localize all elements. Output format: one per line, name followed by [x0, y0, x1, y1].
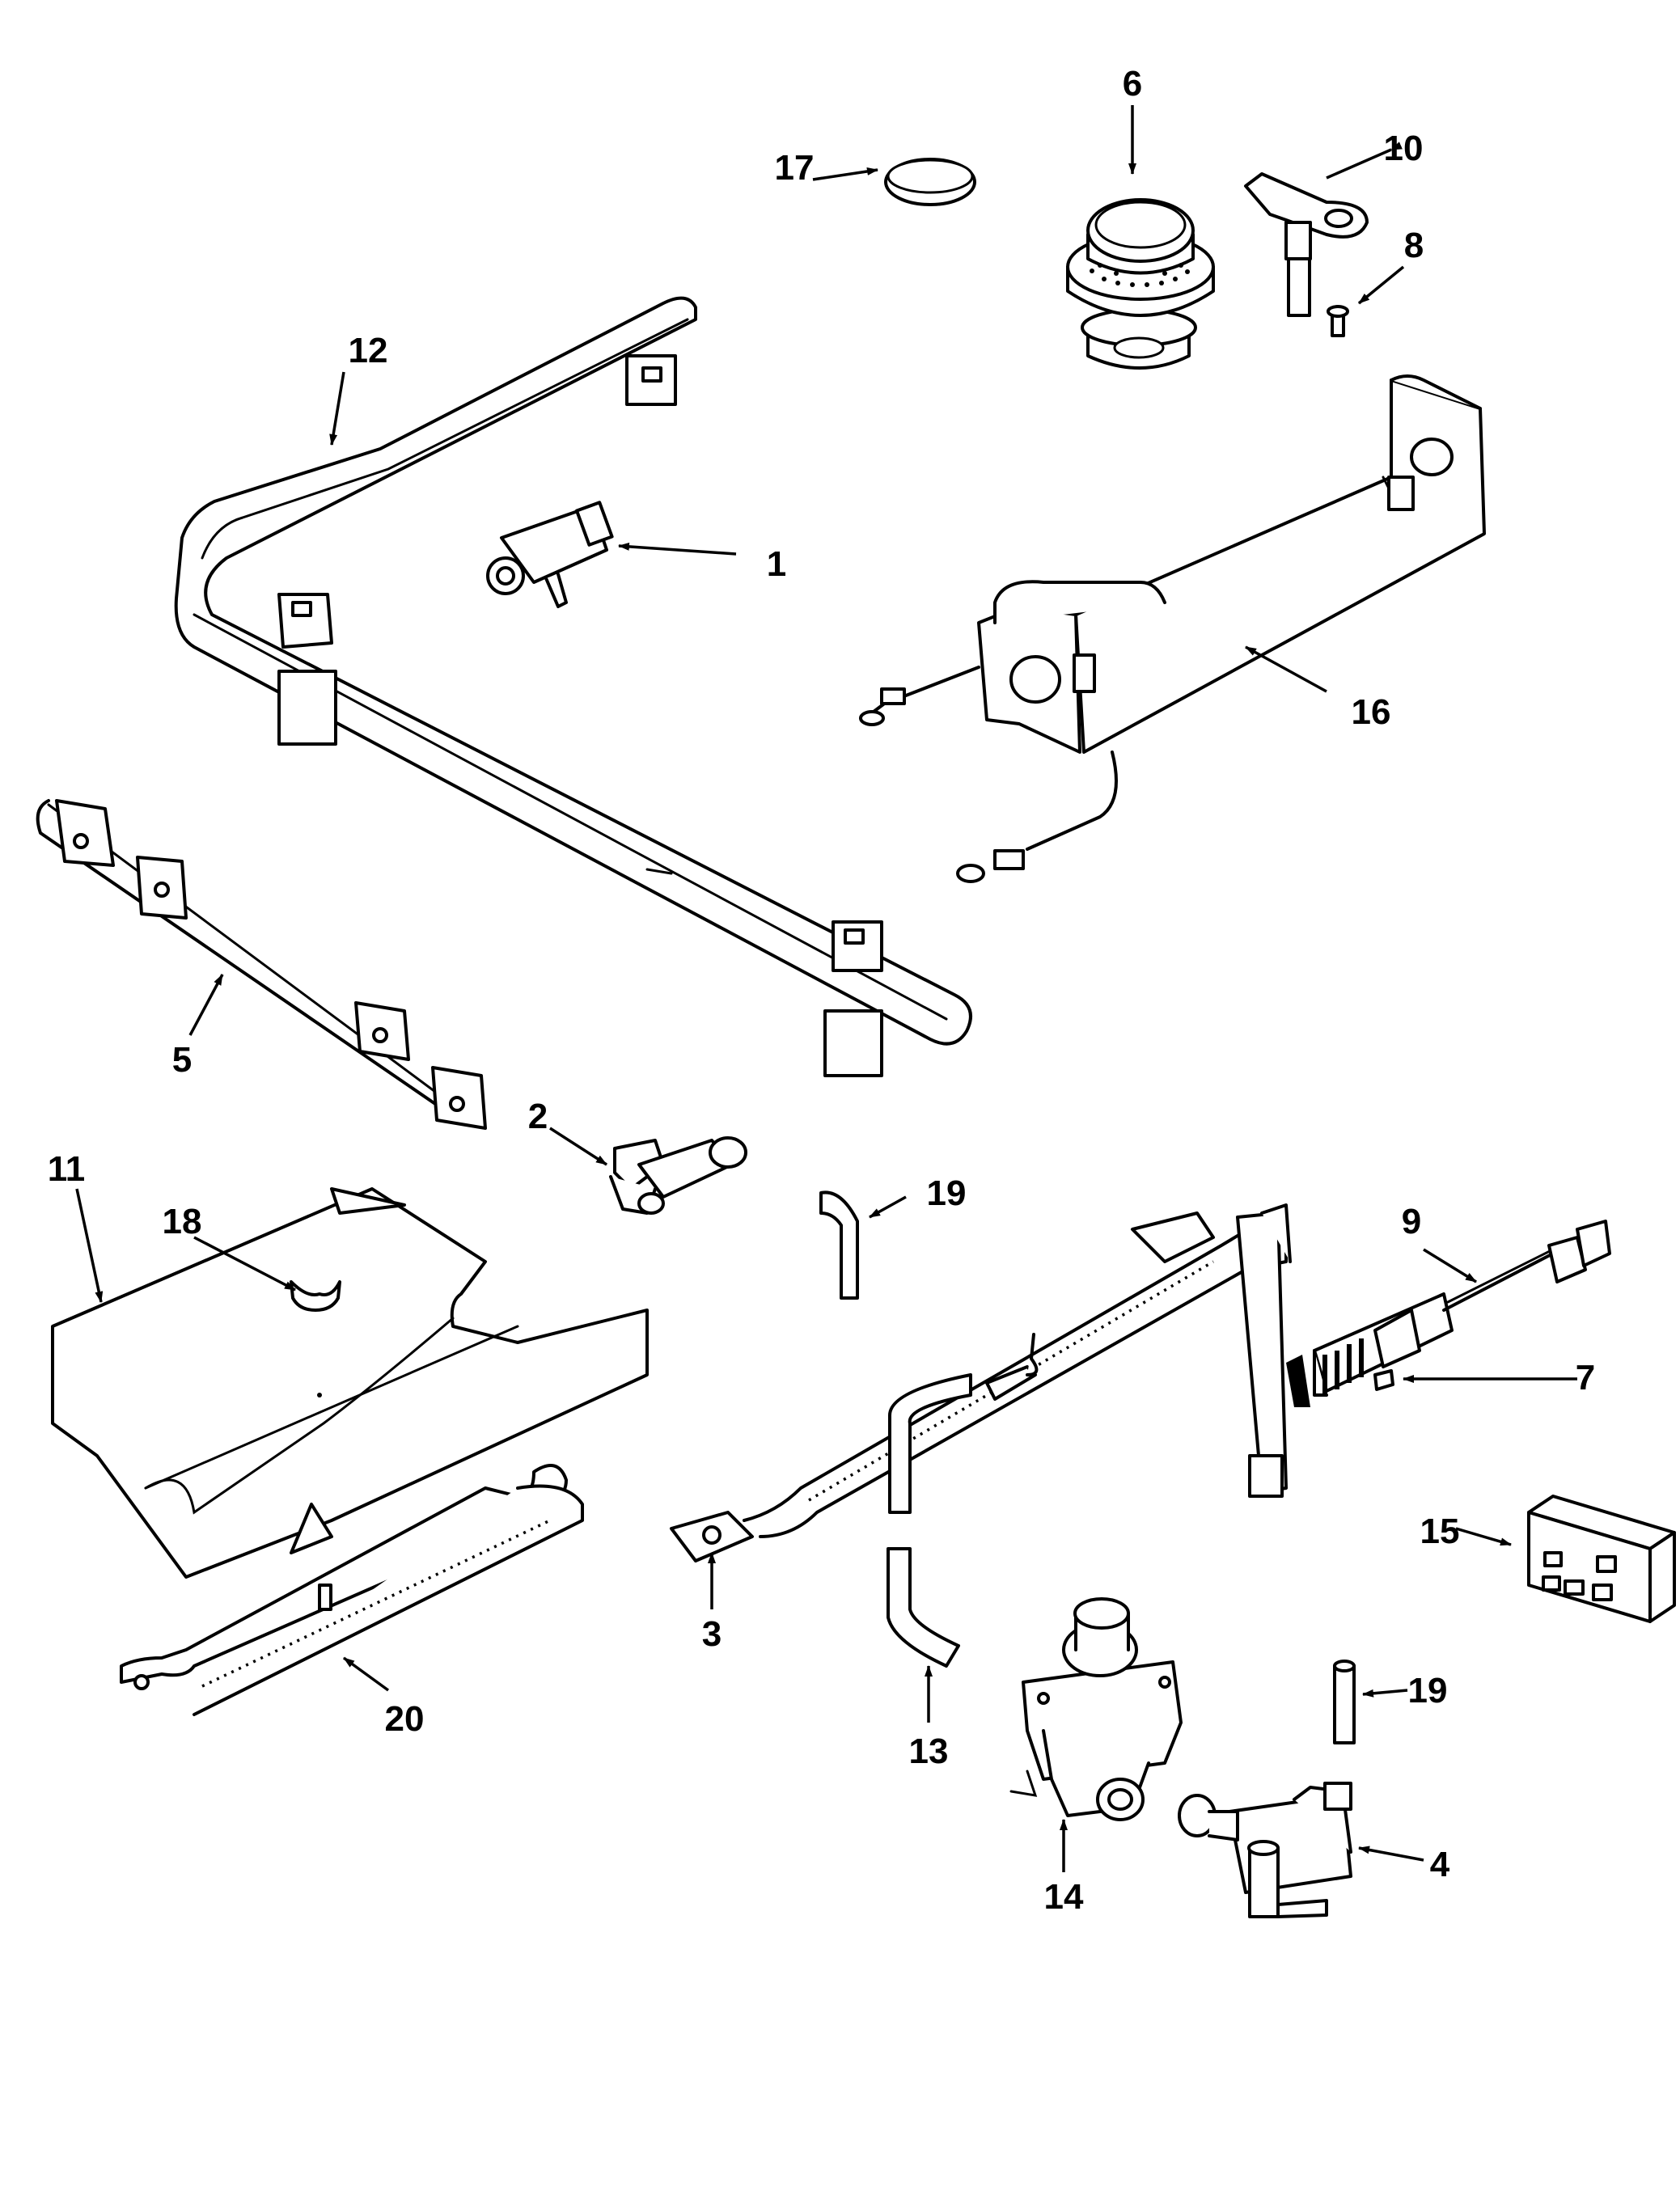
callout-13: 13	[909, 1732, 949, 1771]
part-8-screw	[1327, 305, 1349, 337]
callout-5: 5	[172, 1040, 192, 1080]
part-19-tube-lower	[1333, 1660, 1356, 1744]
part-12-manifold-frame	[174, 296, 972, 1077]
callout-9: 9	[1402, 1202, 1421, 1241]
part-5-igniter-harness	[36, 799, 487, 1130]
callout-2: 2	[528, 1097, 548, 1136]
part-19-hose-upper	[819, 1190, 859, 1300]
callout-3: 3	[702, 1614, 722, 1654]
part-9-spark-module	[1286, 1220, 1611, 1407]
callout-7: 7	[1576, 1358, 1595, 1397]
part-4-safety-valve	[1178, 1782, 1352, 1918]
callout-15: 15	[1420, 1512, 1460, 1551]
part-15-spark-module	[1527, 1495, 1676, 1623]
part-20-burner-tube	[120, 1464, 584, 1716]
part-3-oven-burner	[670, 1203, 1292, 1562]
part-13-tubes	[887, 1333, 1039, 1668]
part-11-heat-shield	[51, 1187, 649, 1579]
leader-lines	[75, 105, 1577, 1872]
part-1-burner-valve	[486, 501, 614, 608]
callout-1: 1	[767, 544, 786, 584]
part-14-pressure-regulator	[1009, 1597, 1183, 1821]
callout-18: 18	[163, 1202, 202, 1241]
part-16-burner-box	[859, 374, 1486, 883]
callout-19-lower: 19	[1408, 1671, 1448, 1710]
callout-6: 6	[1123, 64, 1142, 104]
part-7-screw	[1373, 1369, 1394, 1391]
callout-12: 12	[349, 331, 388, 370]
callout-17: 17	[775, 148, 815, 188]
callout-8: 8	[1404, 226, 1424, 265]
part-6-burner-head	[1066, 198, 1215, 370]
part-2-orifice-elbow	[609, 1136, 747, 1215]
callout-4: 4	[1430, 1845, 1450, 1884]
callout-10: 10	[1384, 129, 1424, 168]
callout-20: 20	[385, 1699, 425, 1739]
callout-labels: 1 2 3 4 5 6 7 8 9 10 11 12 13 14 15 16 1…	[48, 64, 1596, 1917]
callout-14: 14	[1044, 1877, 1084, 1917]
callout-11: 11	[48, 1149, 86, 1189]
callout-16: 16	[1352, 692, 1391, 732]
part-17-burner-cap	[884, 158, 976, 206]
part-10-igniter-bracket	[1244, 172, 1369, 317]
part-18-wing-nut	[290, 1280, 341, 1312]
callout-19-upper: 19	[927, 1173, 967, 1213]
